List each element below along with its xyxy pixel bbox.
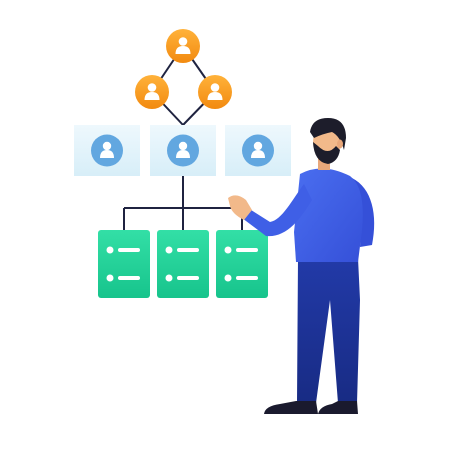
user-icon: [176, 141, 190, 158]
top-user-node: [166, 29, 200, 63]
profile-card-left: [74, 125, 140, 176]
user-icon: [207, 83, 223, 100]
bottom-connector-lines: [123, 176, 243, 230]
person-figure: [228, 118, 375, 414]
profile-card-right: [225, 125, 291, 176]
person-pants: [297, 258, 360, 403]
person-shirt: [294, 168, 363, 262]
person-left-shoe: [264, 401, 318, 414]
server-block-right: [216, 230, 268, 298]
person-hair: [310, 118, 346, 150]
person-right-shoe: [318, 401, 358, 414]
person-beard: [313, 142, 340, 164]
user-icon: [144, 83, 160, 100]
person-hand: [228, 195, 252, 220]
user-icon: [175, 37, 191, 54]
server-block-center: [157, 230, 209, 298]
user-icon: [100, 141, 114, 158]
right-user-node: [198, 75, 232, 109]
server-block-left: [98, 230, 150, 298]
profile-card-center: [150, 125, 216, 176]
person-front-arm: [242, 184, 312, 237]
left-user-node: [135, 75, 169, 109]
user-icon: [251, 141, 265, 158]
